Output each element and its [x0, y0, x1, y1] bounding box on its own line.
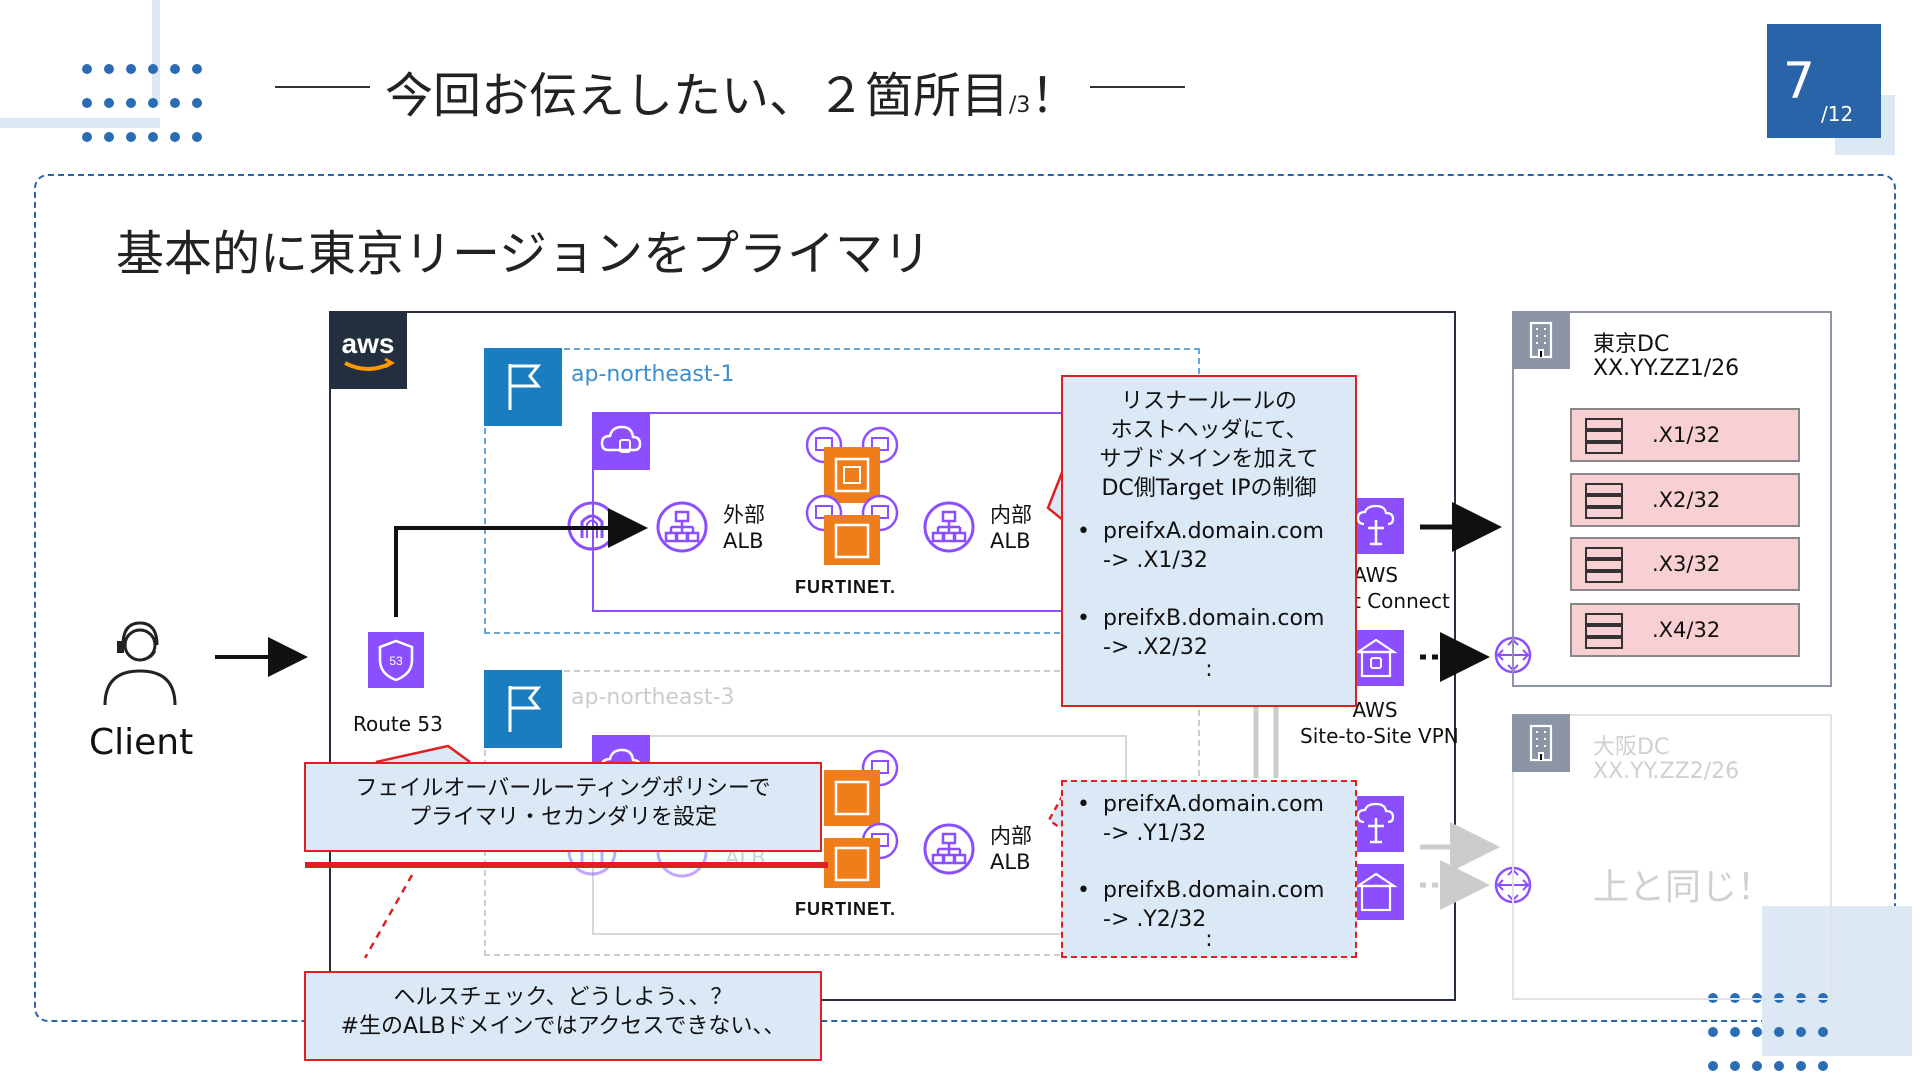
failover-line-1: フェイルオーバールーティングポリシーで	[355, 776, 771, 801]
failover-line-2: プライマリ・セカンダリを設定	[408, 805, 717, 830]
svg-text:53: 53	[389, 654, 403, 668]
server-ip: .X4/32	[1652, 618, 1721, 642]
osaka-dc-cidr: XX.YY.ZZ2/26	[1593, 759, 1740, 784]
tokyo-dc-name: 東京DC	[1593, 332, 1670, 357]
building-icon	[1512, 311, 1570, 369]
internal-alb-label: 内部 ALB	[990, 502, 1032, 554]
server-ip: .X1/32	[1652, 423, 1721, 447]
building-icon-secondary	[1512, 714, 1570, 772]
listener-more: :	[1205, 657, 1213, 682]
region-flag-icon	[484, 348, 562, 426]
title-sub: /3	[1009, 93, 1031, 118]
secondary-more: :	[1205, 927, 1213, 952]
listener-line-4: DC側Target IPの制御	[1101, 476, 1317, 501]
deco-blue-bar-h	[0, 118, 160, 128]
failover-callout: フェイルオーバールーティングポリシーで プライマリ・セカンダリを設定	[304, 762, 822, 852]
tokyo-dc-cidr: XX.YY.ZZ1/26	[1593, 356, 1740, 381]
secondary-item1-target: -> .Y1/32	[1103, 821, 1207, 846]
server-ip: .X3/32	[1652, 552, 1721, 576]
listener-line-2: ホストヘッダにて、	[1110, 418, 1308, 443]
route53-icon: 53	[368, 632, 424, 688]
server-row: .X4/32	[1570, 603, 1800, 657]
internal-alb-icon	[923, 501, 975, 553]
osaka-dc-box	[1512, 714, 1832, 1000]
vpc-cloud-icon	[592, 412, 650, 470]
deco-blue-bar-v	[152, 0, 160, 105]
server-row: .X1/32	[1570, 408, 1800, 462]
page-current: 7	[1783, 52, 1815, 110]
direct-connect-icon-secondary	[1348, 796, 1404, 852]
internal-alb-label-secondary-2: ALB	[990, 850, 1031, 874]
listener-item1-target: -> .X1/32	[1103, 548, 1208, 573]
secondary-rule-callout: • preifxA.domain.com -> .Y1/32 • preifxB…	[1061, 780, 1357, 958]
listener-item2-host: preifxB.domain.com	[1103, 606, 1325, 631]
internal-alb-icon-secondary	[923, 823, 975, 875]
content-frame	[34, 174, 1896, 1022]
listener-item2-target: -> .X2/32	[1103, 635, 1208, 660]
direct-connect-label-2: t Connect	[1353, 589, 1450, 613]
secondary-item2-target: -> .Y2/32	[1103, 907, 1207, 932]
direct-connect-label: AWS t Connect	[1353, 562, 1450, 614]
client-label: Client	[89, 722, 194, 763]
title-rule-left	[275, 86, 370, 88]
listener-item1-host: preifxA.domain.com	[1103, 519, 1324, 544]
osaka-dc-note: 上と同じ！	[1593, 867, 1774, 908]
region-label-primary: ap-northeast-1	[571, 362, 735, 387]
vpn-label-2: Site-to-Site VPN	[1300, 724, 1459, 748]
server-row: .X2/32	[1570, 473, 1800, 527]
title-main: 今回お伝えしたい、２箇所目	[385, 68, 1010, 124]
osaka-dc-name: 大阪DC	[1593, 735, 1670, 760]
vpn-icon-secondary	[1348, 864, 1404, 920]
external-alb-label: 外部 ALB	[723, 502, 765, 554]
healthcheck-line-1: ヘルスチェック、どうしよう、、？	[393, 985, 733, 1010]
listener-rule-callout: リスナールールの ホストヘッダにて、 サブドメインを加えて DC側Target …	[1061, 375, 1357, 707]
slide-heading: 基本的に東京リージョンをプライマリ	[116, 226, 932, 282]
listener-line-1: リスナールールの	[1120, 389, 1297, 414]
page-total: /12	[1821, 102, 1854, 126]
server-icon	[1585, 547, 1623, 583]
page-title: 今回お伝えしたい、２箇所目/3！	[385, 56, 1078, 126]
secondary-item2-host: preifxB.domain.com	[1103, 878, 1325, 903]
server-row: .X3/32	[1570, 537, 1800, 591]
svg-text:aws: aws	[342, 328, 395, 359]
aws-logo: aws	[329, 311, 407, 389]
listener-line-3: サブドメインを加えて	[1099, 447, 1319, 472]
internal-alb-label-1: 内部	[990, 503, 1032, 527]
fortinet-logo-secondary: FURTINET.	[795, 899, 896, 919]
page-number-box: 7 /12	[1767, 24, 1881, 138]
vpn-icon	[1348, 630, 1404, 686]
fortinet-ec2-icon-secondary	[824, 749, 899, 888]
internal-alb-label-secondary: 内部 ALB	[990, 823, 1032, 875]
healthcheck-callout: ヘルスチェック、どうしよう、、？ #生のALBドメインではアクセスできない、、	[304, 971, 822, 1061]
fortinet-ec2-icon	[805, 426, 899, 565]
secondary-item1-host: preifxA.domain.com	[1103, 792, 1324, 817]
server-ip: .X2/32	[1652, 488, 1721, 512]
direct-connect-icon	[1348, 498, 1404, 554]
external-alb-label-1: 外部	[723, 503, 765, 527]
deco-dot-grid-tl	[82, 64, 212, 144]
internal-alb-label-2: ALB	[990, 529, 1031, 553]
external-alb-label-2: ALB	[723, 529, 764, 553]
external-alb-icon	[656, 501, 708, 553]
server-icon	[1585, 483, 1623, 519]
server-icon	[1585, 613, 1623, 649]
vpn-label-1: AWS	[1352, 698, 1398, 722]
healthcheck-line-2: #生のALBドメインではアクセスできない、、	[340, 1014, 786, 1039]
title-rule-right	[1090, 86, 1185, 88]
fortinet-logo: FURTINET.	[795, 577, 896, 597]
title-end: ！	[1030, 68, 1079, 124]
route53-label: Route 53	[353, 712, 443, 736]
region-label-secondary: ap-northeast-3	[571, 685, 735, 710]
server-icon	[1585, 418, 1623, 454]
region-flag-icon-secondary	[484, 670, 562, 748]
direct-connect-label-1: AWS	[1353, 563, 1399, 587]
client-person-icon	[103, 621, 177, 706]
vpn-label: AWS Site-to-Site VPN	[1300, 697, 1459, 749]
deco-blue-square-br	[1762, 906, 1912, 1056]
internal-alb-label-secondary-1: 内部	[990, 824, 1032, 848]
tokyo-dc-box	[1512, 311, 1832, 687]
